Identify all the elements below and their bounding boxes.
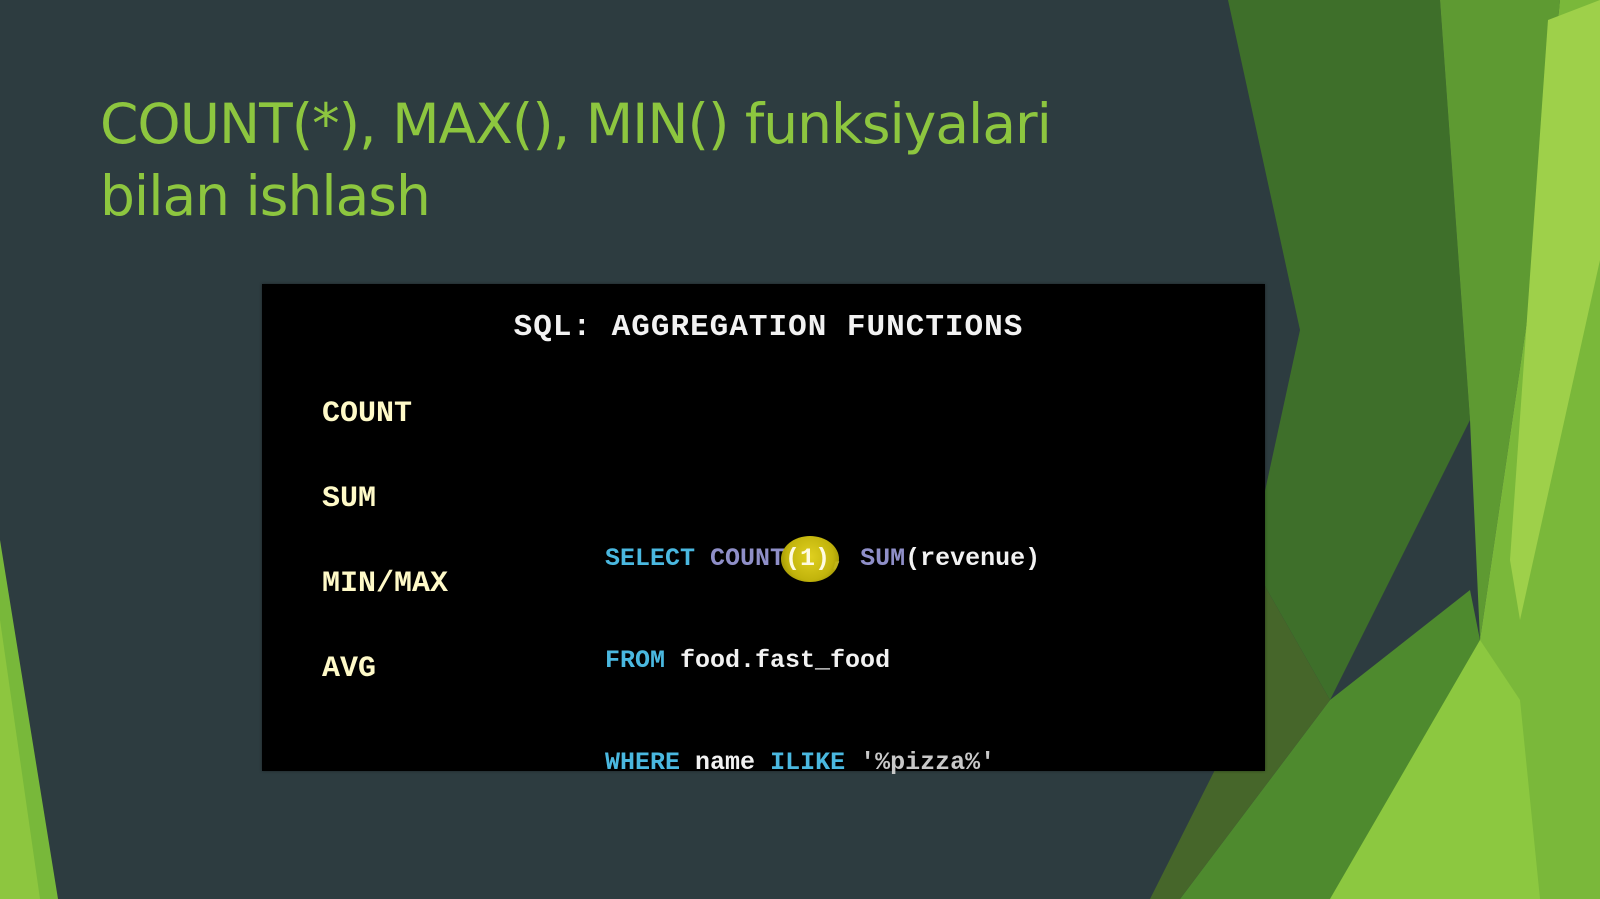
- sql-line-from: FROM food.fast_food: [605, 644, 1040, 678]
- highlight-marker: [781, 536, 840, 582]
- slide-title-line-1: COUNT(*), MAX(), MIN() funksiyalari: [100, 92, 1052, 156]
- function-item-count: COUNT: [322, 397, 413, 431]
- aggregation-function-list: COUNT SUM MIN/MAX AVG: [322, 396, 448, 736]
- sql-aggregation-panel: SQL: AGGREGATION FUNCTIONS COUNT SUM MIN…: [262, 284, 1265, 777]
- sql-pattern-string: '%pizza%': [860, 748, 996, 777]
- function-item-avg: AVG: [322, 652, 377, 686]
- right-dark-green-panel: [1228, 0, 1470, 700]
- sql-line-where: WHERE name ILIKE '%pizza%': [605, 746, 1040, 780]
- count-argument-text: (1): [785, 544, 831, 573]
- sql-keyword-from: FROM: [605, 646, 666, 675]
- sql-column-name: name: [695, 748, 756, 777]
- function-item-min-max: MIN/MAX: [322, 567, 449, 601]
- slide-title-line-2: bilan ishlash: [100, 164, 431, 228]
- sql-query-example: SELECT COUNT(1), SUM(revenue) FROM food.…: [605, 474, 1040, 848]
- function-item-sum: SUM: [322, 482, 377, 516]
- bottom-right-bright-panel: [1330, 640, 1540, 899]
- sql-function-count: COUNT: [710, 544, 786, 573]
- panel-heading: SQL: AGGREGATION FUNCTIONS: [513, 310, 1024, 345]
- sql-table-name: food.fast_food: [680, 646, 891, 675]
- right-light-green-sliver: [1510, 0, 1600, 620]
- sql-function-sum: SUM: [860, 544, 906, 573]
- highlighted-count-argument: (1): [781, 536, 840, 582]
- left-green-wedge-light: [0, 620, 40, 899]
- slide-title: COUNT(*), MAX(), MIN() funksiyalari bila…: [100, 88, 1260, 232]
- right-mid-green-panel: [1440, 0, 1560, 640]
- sql-keyword-select: SELECT: [605, 544, 696, 573]
- sql-keyword-where: WHERE: [605, 748, 681, 777]
- sql-sum-argument: (revenue): [905, 544, 1041, 573]
- sql-line-select: SELECT COUNT(1), SUM(revenue): [605, 536, 1041, 582]
- sql-keyword-ilike: ILIKE: [770, 748, 846, 777]
